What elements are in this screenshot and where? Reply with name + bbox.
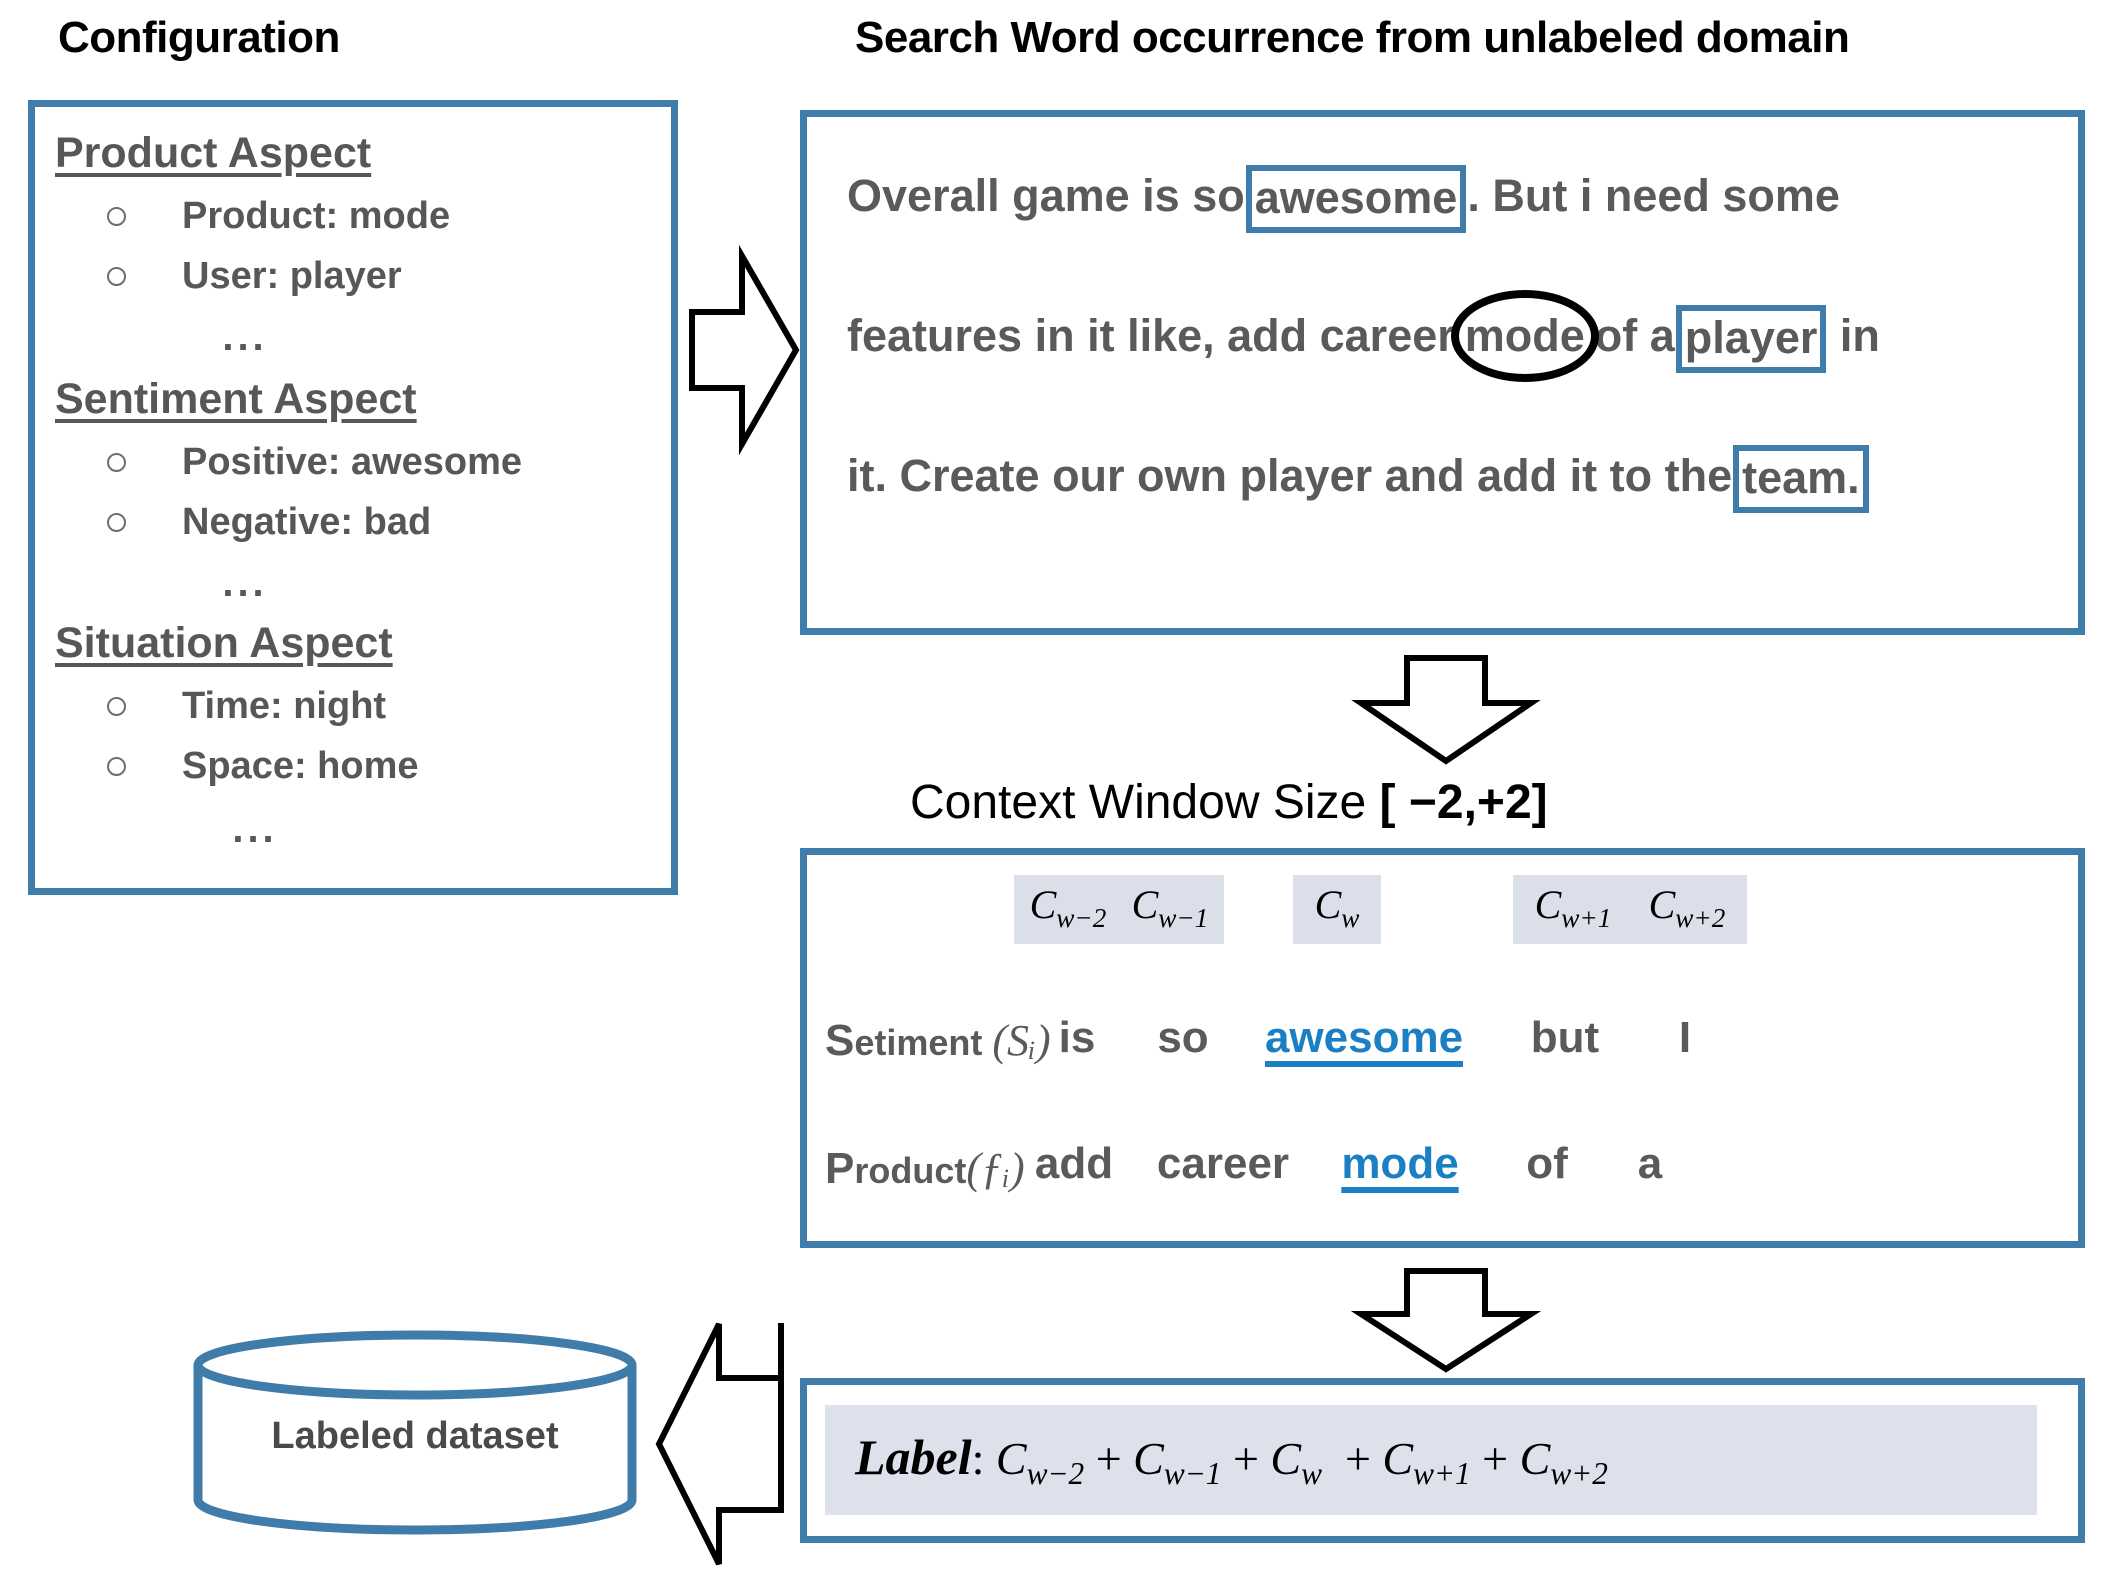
label-term-sub: w−1: [1163, 1456, 1222, 1492]
highlight-box-awesome: awesome: [1245, 165, 1467, 233]
configuration-panel: Product Aspect Product: mode User: playe…: [28, 100, 678, 895]
context-tag-sub: w−1: [1158, 903, 1209, 933]
context-tag-sub: w: [1341, 903, 1360, 933]
context-window-label: Context Window Size: [910, 776, 1380, 829]
aspect-item-positive-awesome: Positive: awesome: [55, 441, 522, 484]
sentiment-word-keyword: awesome: [1264, 1013, 1464, 1062]
product-word-0: add: [1034, 1139, 1114, 1188]
review-line-2-before: features in it like, add career: [847, 310, 1455, 361]
row-label-product: Product(ƒᵢ): [825, 1143, 1025, 1194]
label-formula-strip: Label: Cw−2 + Cw−1 + Cw + Cw+1 + Cw+2: [825, 1405, 2037, 1515]
aspect-ellipsis-situation: ...: [232, 807, 278, 851]
bullet-ring-icon: [107, 513, 126, 532]
label-term-1: Cw−1: [1133, 1432, 1222, 1492]
label-term-0: Cw−2: [995, 1432, 1085, 1492]
label-term-sub: w+1: [1413, 1456, 1471, 1492]
label-term-2: Cw: [1270, 1432, 1322, 1492]
aspect-heading-product: Product Aspect: [55, 129, 372, 177]
context-window-panel: Cw−2 Cw−1 Cw Cw+1 Cw+2 Setiment (Sᵢ) is …: [800, 848, 2085, 1248]
label-prefix: Label: [855, 1428, 972, 1485]
product-word-keyword: mode: [1341, 1139, 1459, 1188]
aspect-ellipsis-sentiment: ...: [222, 561, 268, 605]
review-line-3-before: it. Create our own player and add it to …: [847, 450, 1733, 501]
label-colon: :: [971, 1432, 985, 1484]
row-label-sentiment: Setiment (Sᵢ): [825, 1015, 1051, 1066]
label-operator-2: +: [1344, 1432, 1371, 1484]
label-operator-3: +: [1482, 1432, 1509, 1484]
aspect-item-label: Negative: bad: [182, 501, 432, 543]
sentiment-word-0: is: [1058, 1013, 1096, 1062]
bullet-ring-icon: [107, 697, 126, 716]
row-label-sentiment-initial: S: [825, 1016, 855, 1065]
left-arrow-icon: [655, 1322, 784, 1566]
context-tag-sub: w+2: [1675, 903, 1726, 933]
label-term-sub: w: [1301, 1456, 1322, 1492]
bullet-ring-icon: [107, 757, 126, 776]
aspect-item-label: Space: home: [182, 745, 419, 787]
label-operator-0: +: [1095, 1432, 1122, 1484]
down-arrow-icon: [1350, 1268, 1542, 1373]
sentiment-word-3: but: [1530, 1013, 1600, 1062]
row-label-product-symbol: (ƒᵢ): [966, 1144, 1025, 1193]
label-term-3: Cw+1: [1382, 1432, 1471, 1492]
review-line-3: it. Create our own player and add it to …: [847, 443, 1870, 513]
search-heading: Search Word occurrence from unlabeled do…: [855, 13, 1850, 62]
context-window-range: [ −2,+2]: [1379, 776, 1548, 829]
label-operator-1: +: [1232, 1432, 1259, 1484]
aspect-item-label: Positive: awesome: [182, 441, 523, 483]
aspect-item-label: Product: mode: [182, 195, 451, 237]
aspect-heading-situation: Situation Aspect: [55, 619, 393, 667]
bullet-ring-icon: [107, 267, 126, 286]
review-line-2-middle: of a: [1594, 310, 1675, 361]
aspect-item-negative-bad: Negative: bad: [55, 501, 431, 544]
aspect-item-label: Time: night: [182, 685, 387, 727]
highlight-box-team: team.: [1733, 445, 1869, 513]
database-cylinder-icon: [193, 1330, 637, 1535]
aspect-ellipsis-product: ...: [222, 315, 268, 359]
label-formula: Label: Cw−2 + Cw−1 + Cw + Cw+1 + Cw+2: [855, 1428, 1608, 1492]
review-line-1-before: Overall game is so: [847, 170, 1245, 221]
label-term-4: Cw+2: [1519, 1432, 1608, 1492]
product-word-1: career: [1156, 1139, 1290, 1188]
context-tag-cw-minus-1: Cw−1: [1116, 875, 1224, 945]
context-tag-cw: Cw: [1293, 875, 1381, 945]
sentiment-word-4: I: [1678, 1013, 1692, 1062]
product-word-4: a: [1637, 1139, 1663, 1188]
aspect-heading-sentiment: Sentiment Aspect: [55, 375, 417, 423]
aspect-item-time-night: Time: night: [55, 685, 386, 728]
context-window-heading: Context Window Size [ −2,+2]: [910, 775, 1548, 830]
context-tag-cw-minus-2: Cw−2: [1014, 875, 1122, 945]
row-label-sentiment-symbol: (Sᵢ): [992, 1016, 1051, 1065]
product-word-3: of: [1526, 1139, 1568, 1188]
label-output-panel: Label: Cw−2 + Cw−1 + Cw + Cw+1 + Cw+2: [800, 1378, 2085, 1543]
context-tag-cw-plus-2: Cw+2: [1627, 875, 1747, 945]
row-label-sentiment-rest: etiment: [854, 1022, 993, 1063]
dataset-label: Labeled dataset: [271, 1415, 559, 1457]
row-label-product-rest: roduct: [854, 1150, 967, 1191]
review-line-1-after: . But i need some: [1467, 170, 1840, 221]
aspect-item-space-home: Space: home: [55, 745, 419, 788]
highlight-ellipse-mode: mode: [1450, 290, 1599, 382]
bullet-ring-icon: [107, 207, 126, 226]
context-tag-sub: w+1: [1561, 903, 1612, 933]
label-term-sub: w−2: [1026, 1456, 1085, 1492]
right-arrow-icon: [689, 244, 800, 456]
sentiment-word-1: so: [1157, 1013, 1209, 1062]
highlight-box-player: player: [1675, 305, 1827, 373]
context-tag-cw-plus-1: Cw+1: [1513, 875, 1633, 945]
down-arrow-icon: [1351, 655, 1541, 765]
row-label-product-initial: P: [825, 1144, 855, 1193]
review-line-2-after: in: [1839, 310, 1880, 361]
label-term-sub: w+2: [1550, 1456, 1608, 1492]
bullet-ring-icon: [107, 453, 126, 472]
aspect-item-product-mode: Product: mode: [55, 195, 450, 238]
configuration-heading: Configuration: [58, 13, 340, 62]
aspect-item-label: User: player: [182, 255, 402, 297]
context-tag-sub: w−2: [1056, 903, 1107, 933]
aspect-item-user-player: User: player: [55, 255, 402, 298]
